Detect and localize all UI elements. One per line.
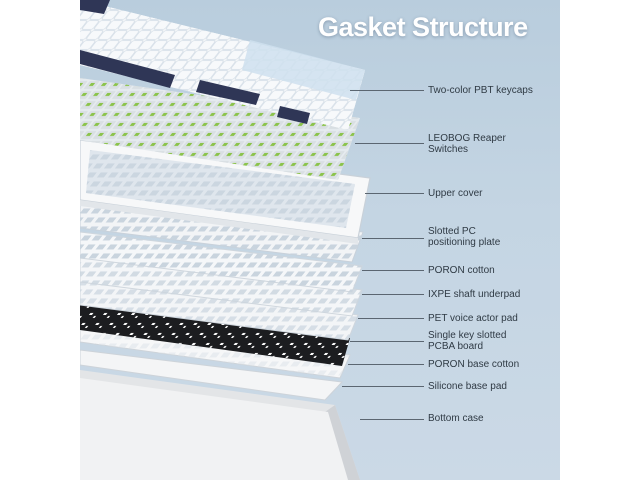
exploded-view-stage: Gasket Structure (80, 0, 560, 480)
leader-pet (358, 318, 424, 319)
label-switches-line-2: Switches (428, 144, 469, 155)
poron-cotton-layer (80, 231, 363, 293)
right-white-band (560, 0, 640, 480)
label-pcba-line-1: Single key slotted (428, 330, 507, 341)
label-plate-line-1: Slotted PC (428, 226, 476, 237)
label-silicone: Silicone base pad (428, 381, 507, 392)
label-poron-cotton: PORON cotton (428, 265, 495, 276)
leader-bottom-case (360, 419, 424, 420)
label-poron-base: PORON base cotton (428, 359, 520, 370)
page-title: Gasket Structure (318, 12, 528, 42)
label-upper-cover: Upper cover (428, 188, 483, 199)
leader-pcba (350, 341, 424, 342)
label-plate-line-2: positioning plate (428, 237, 501, 248)
leader-poron-base (348, 364, 424, 365)
leader-plate (362, 238, 424, 239)
label-pcba: Single key slotted PCBA board (428, 330, 506, 352)
pcba-layer (80, 300, 350, 366)
switches-layer (80, 78, 360, 180)
leader-poron-cotton (362, 270, 424, 271)
label-switches-line-1: LEOBOG Reaper (428, 133, 506, 144)
leader-silicone (342, 386, 424, 387)
label-plate: Slotted PC positioning plate (428, 226, 500, 248)
bottom-case-layer (80, 370, 360, 480)
label-pet: PET voice actor pad (428, 313, 518, 324)
leader-keycaps (350, 90, 424, 91)
exploded-keyboard-illustration (80, 0, 371, 480)
leader-upper-cover (365, 193, 424, 194)
label-keycaps: Two-color PBT keycaps (428, 85, 533, 96)
left-white-band (0, 0, 80, 480)
leader-switches (355, 143, 424, 144)
label-bottom-case: Bottom case (428, 413, 484, 424)
keycaps-layer (80, 0, 365, 130)
leader-ixpe (362, 294, 424, 295)
upper-cover-layer (80, 139, 371, 244)
label-pcba-line-2: PCBA board (428, 341, 484, 352)
label-switches: LEOBOG Reaper Switches (428, 133, 506, 155)
silicone-layer (80, 349, 344, 401)
label-ixpe: IXPE shaft underpad (428, 289, 521, 300)
